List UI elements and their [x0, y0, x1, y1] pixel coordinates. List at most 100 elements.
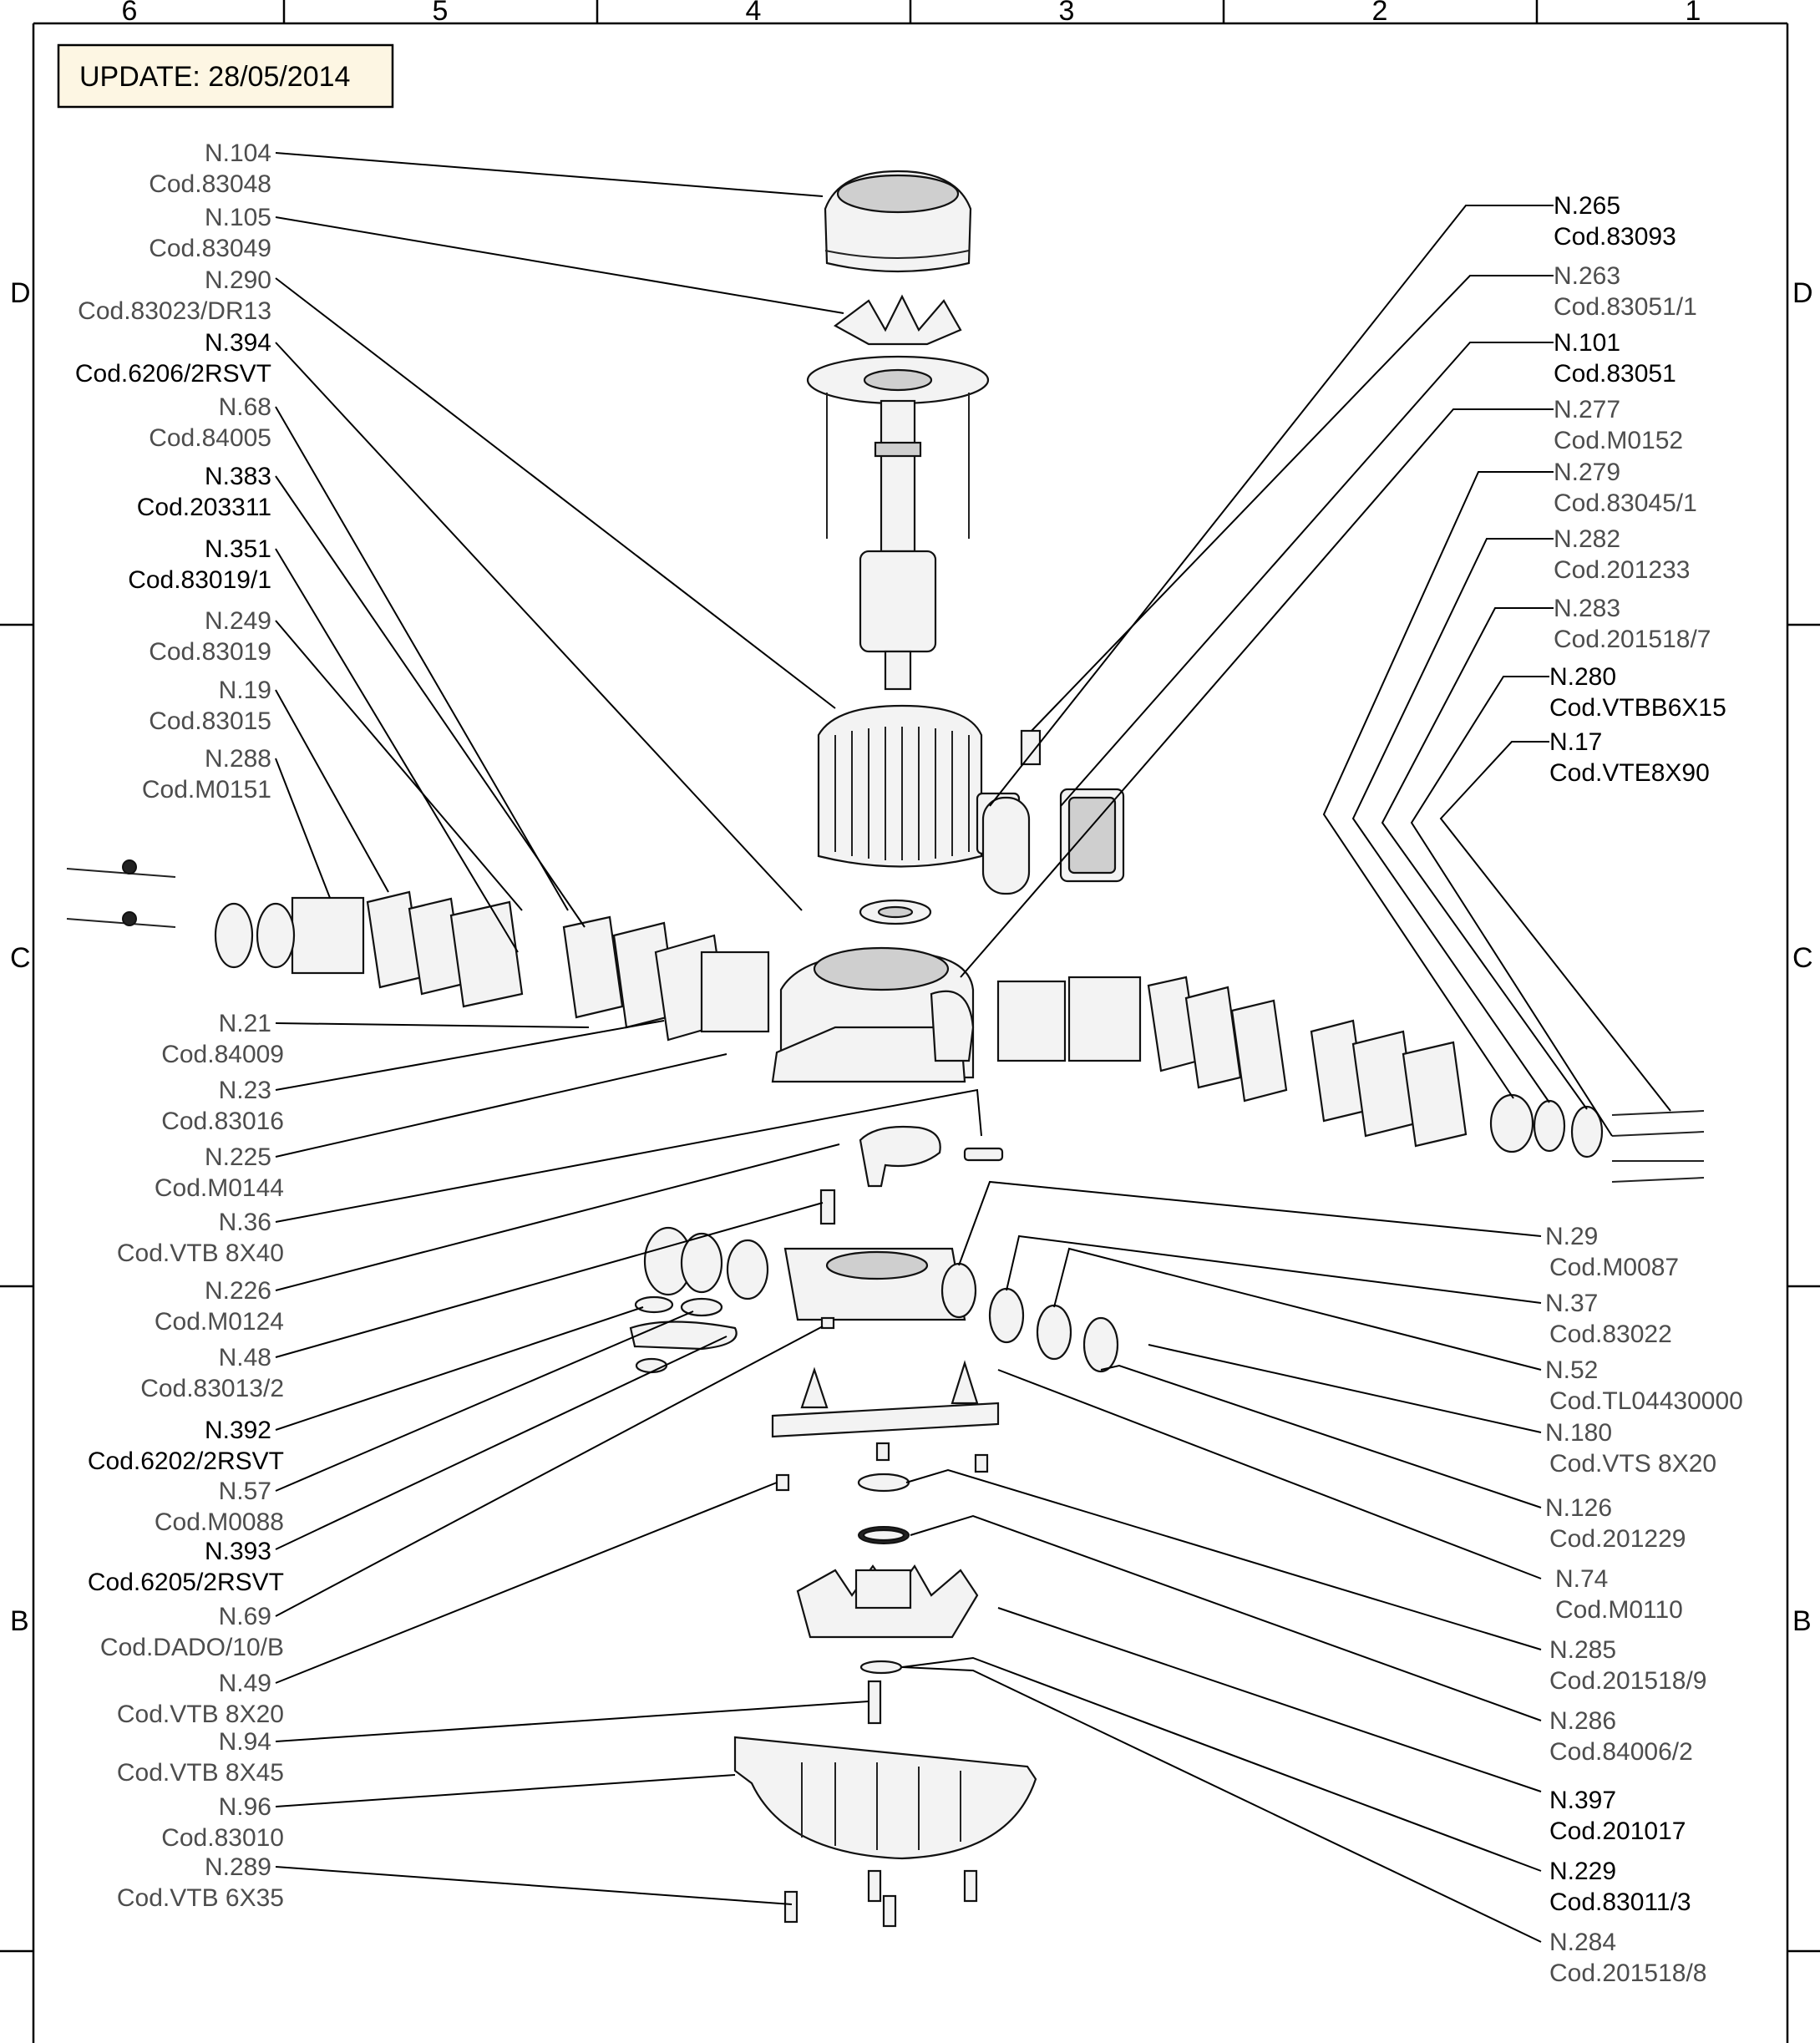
- callout-n229-number: N.229: [1549, 1858, 1616, 1885]
- callout-n279-number: N.279: [1554, 459, 1620, 486]
- callout-n105-number: N.105: [205, 204, 271, 231]
- callout-n23-number: N.23: [219, 1077, 271, 1104]
- callout-n393-code: Cod.6205/2RSVT: [88, 1569, 284, 1596]
- zone-col-3: 3: [1059, 0, 1075, 27]
- callout-n226-code: Cod.M0124: [155, 1308, 284, 1336]
- callout-n36-code: Cod.VTB 8X40: [117, 1239, 284, 1267]
- bearing-housing-part: [629, 1226, 1119, 1374]
- callout-n285-code: Cod.201518/9: [1549, 1667, 1707, 1695]
- callout-n180-code: Cod.VTS 8X20: [1549, 1450, 1716, 1478]
- callout-n283-number: N.283: [1554, 595, 1620, 622]
- update-label: UPDATE: 28/05/2014: [79, 61, 350, 93]
- leader-lines-left: [275, 152, 982, 1905]
- callout-n69-code: Cod.DADO/10/B: [100, 1634, 284, 1661]
- callout-n19-code: Cod.83015: [149, 707, 271, 735]
- callout-n284-number: N.284: [1549, 1929, 1616, 1956]
- zone-row-c-right: C: [1792, 942, 1813, 974]
- callout-n225-code: Cod.M0144: [155, 1174, 284, 1202]
- callout-n126-number: N.126: [1545, 1494, 1612, 1522]
- callout-n96-number: N.96: [219, 1793, 271, 1821]
- callout-n393-number: N.393: [205, 1538, 271, 1565]
- callout-n282-code: Cod.201233: [1554, 556, 1690, 584]
- callout-n284-code: Cod.201518/8: [1549, 1959, 1707, 1987]
- callout-n279-code: Cod.83045/1: [1554, 489, 1697, 517]
- zone-row-d-right: D: [1792, 277, 1813, 309]
- callout-n277-code: Cod.M0152: [1554, 427, 1683, 454]
- callout-n96-code: Cod.83010: [161, 1824, 284, 1852]
- callout-n57-code: Cod.M0088: [155, 1508, 284, 1536]
- callout-n286-code: Cod.84006/2: [1549, 1738, 1693, 1766]
- callout-n351-number: N.351: [205, 535, 271, 563]
- callout-n104-code: Cod.83048: [149, 170, 271, 198]
- callout-n49-number: N.49: [219, 1670, 271, 1697]
- callout-n17-number: N.17: [1549, 728, 1602, 756]
- callout-n394-code: Cod.6206/2RSVT: [75, 360, 271, 388]
- callout-n290-code: Cod.83023/DR13: [78, 297, 271, 325]
- callout-n394-number: N.394: [205, 329, 271, 357]
- callout-n101-code: Cod.83051: [1554, 360, 1676, 388]
- terminal-box-part: [976, 729, 1125, 895]
- zone-col-1: 1: [1686, 0, 1701, 27]
- callout-n126-code: Cod.201229: [1549, 1525, 1686, 1553]
- callout-n36-number: N.36: [219, 1209, 271, 1236]
- callouts-left: N.104 Cod.83048 N.105 Cod.83049 N.290 Co…: [75, 139, 284, 1912]
- motor-stator-part: [817, 704, 983, 868]
- zone-row-b-right: B: [1792, 1605, 1812, 1637]
- callouts-right: N.265 Cod.83093 N.263 Cod.83051/1 N.101 …: [1545, 192, 1743, 1987]
- callout-n283-code: Cod.201518/7: [1554, 626, 1711, 653]
- motor-fan-part: [833, 294, 962, 346]
- callout-n229-code: Cod.83011/3: [1549, 1888, 1691, 1916]
- bottom-shroud-part: [733, 1736, 1037, 1928]
- callout-n69-number: N.69: [219, 1603, 271, 1630]
- fan-cover-part: [824, 170, 972, 273]
- left-pump-head-part: [66, 859, 770, 1042]
- callout-n225-number: N.225: [205, 1143, 271, 1171]
- callout-n397-number: N.397: [1549, 1787, 1616, 1814]
- callout-n74-number: N.74: [1555, 1565, 1608, 1593]
- zone-row-c-left: C: [10, 942, 31, 974]
- callout-n68-number: N.68: [219, 393, 271, 421]
- callout-n288-code: Cod.M0151: [142, 776, 271, 804]
- callout-n104-number: N.104: [205, 139, 271, 167]
- zone-row-labels: D C B D C B: [10, 277, 1813, 1637]
- callout-n277-number: N.277: [1554, 396, 1620, 423]
- callout-n280-number: N.280: [1549, 663, 1616, 691]
- callout-n285-number: N.285: [1549, 1636, 1616, 1664]
- callout-n52-code: Cod.TL04430000: [1549, 1387, 1743, 1415]
- leader-lines-right: [901, 205, 1671, 1943]
- callout-n48-number: N.48: [219, 1344, 271, 1371]
- callout-n57-number: N.57: [219, 1478, 271, 1505]
- callout-n288-number: N.288: [205, 745, 271, 773]
- callout-n226-number: N.226: [205, 1277, 271, 1305]
- zone-column-labels: 6 5 4 3 2 1: [122, 0, 1701, 27]
- callout-n265-number: N.265: [1554, 192, 1620, 220]
- callout-n37-code: Cod.83022: [1549, 1321, 1672, 1348]
- zone-col-2: 2: [1372, 0, 1388, 27]
- callout-n383-code: Cod.203311: [137, 494, 271, 521]
- update-box: UPDATE: 28/05/2014: [57, 43, 394, 109]
- callout-n263-number: N.263: [1554, 262, 1620, 290]
- callout-n265-code: Cod.83093: [1554, 223, 1676, 251]
- callout-n21-number: N.21: [219, 1010, 271, 1037]
- eccentric-part: [819, 1125, 1004, 1225]
- callout-n49-code: Cod.VTB 8X20: [117, 1701, 284, 1728]
- zone-col-6: 6: [122, 0, 138, 27]
- callout-n29-number: N.29: [1545, 1223, 1598, 1250]
- callout-n94-number: N.94: [219, 1728, 271, 1756]
- callout-n289-number: N.289: [205, 1853, 271, 1881]
- callout-n52-number: N.52: [1545, 1356, 1598, 1384]
- parts: [66, 170, 1705, 1928]
- zone-col-4: 4: [746, 0, 762, 27]
- callout-n282-number: N.282: [1554, 525, 1620, 553]
- base-plate-part: [771, 1360, 1000, 1492]
- callout-n94-code: Cod.VTB 8X45: [117, 1759, 284, 1787]
- callout-n29-code: Cod.M0087: [1549, 1254, 1679, 1281]
- callout-n37-number: N.37: [1545, 1290, 1598, 1317]
- callout-n263-code: Cod.83051/1: [1554, 293, 1697, 321]
- callout-n392-code: Cod.6202/2RSVT: [88, 1447, 284, 1475]
- callout-n249-code: Cod.83019: [149, 638, 271, 666]
- callout-n249-number: N.249: [205, 607, 271, 635]
- callout-n383-number: N.383: [205, 463, 271, 490]
- rotor-shaft-part: [806, 355, 990, 691]
- right-pump-head-part: [996, 976, 1705, 1183]
